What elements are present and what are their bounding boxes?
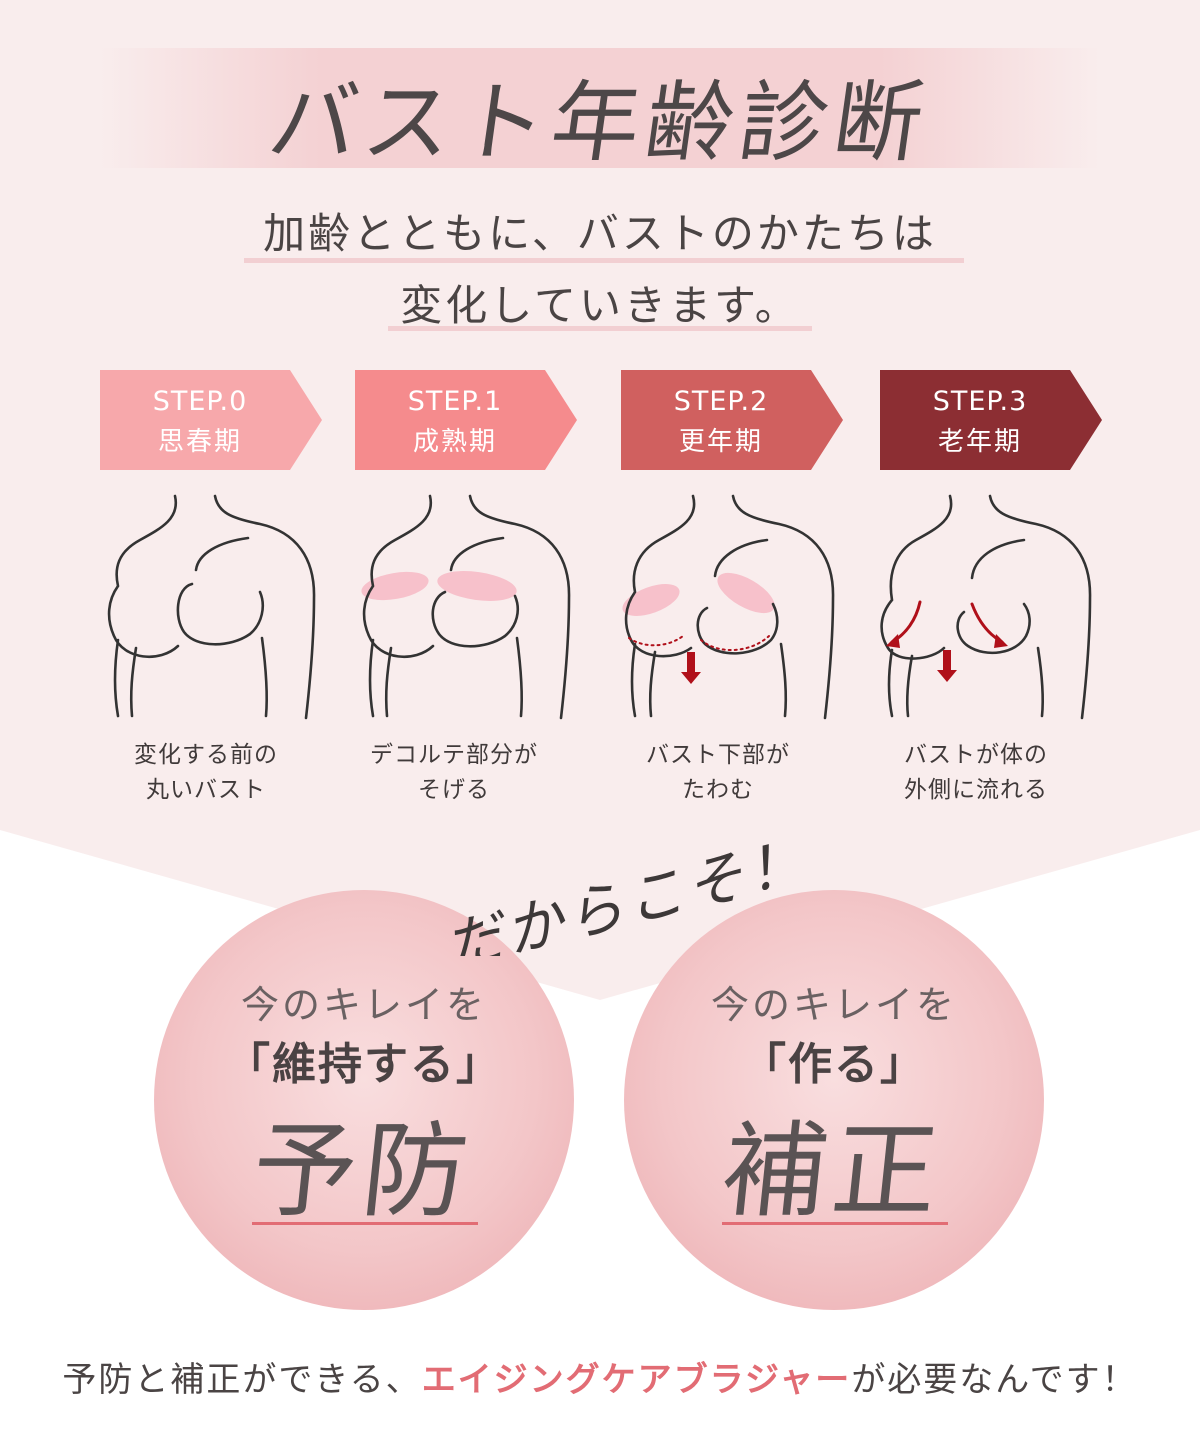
step-0-bust-illustration bbox=[107, 494, 316, 720]
step-1-arrow: STEP.1 成熟期 bbox=[355, 370, 577, 470]
prevention-pre-text: 今のキレイを bbox=[240, 983, 487, 1027]
step-0-caption-line-1: 変化する前の bbox=[134, 742, 278, 768]
step-2-decollete-zone-left bbox=[622, 584, 680, 616]
step-3-arrowhead-right-icon bbox=[994, 634, 1008, 648]
bottom-message-before: 予防と補正ができる、 bbox=[62, 1360, 422, 1400]
step-2-sag-line-left bbox=[628, 635, 684, 647]
step-1-decollete-zone-left bbox=[361, 571, 429, 601]
page-title: バスト年齢診断 bbox=[262, 71, 936, 174]
step-2-caption-line-2: たわむ bbox=[682, 777, 754, 803]
lead-line-2: 変化していきます。 bbox=[400, 281, 800, 330]
step-2-down-arrow-icon bbox=[681, 652, 701, 684]
bottom-message-highlight: エイジングケアブラジャー bbox=[421, 1360, 852, 1400]
prevention-circle: 今のキレイを 「維持する」 予防 bbox=[154, 890, 574, 1310]
step-1-number: STEP.1 bbox=[407, 386, 503, 417]
step-1-caption-line-2: そげる bbox=[418, 777, 490, 803]
step-3-number: STEP.3 bbox=[932, 386, 1028, 417]
correction-title: 補正 bbox=[716, 1110, 950, 1232]
step-2-caption: バスト下部が たわむ bbox=[598, 738, 838, 808]
step-1-caption-line-1: デコルテ部分が bbox=[370, 742, 538, 768]
step-0-caption-line-2: 丸いバスト bbox=[146, 777, 266, 803]
prevention-title: 予防 bbox=[246, 1110, 480, 1232]
correction-circle: 今のキレイを 「作る」 補正 bbox=[624, 890, 1044, 1310]
step-3-caption-line-2: 外側に流れる bbox=[904, 777, 1048, 803]
step-1-caption: デコルテ部分が そげる bbox=[334, 738, 574, 808]
step-3-name: 老年期 bbox=[937, 427, 1022, 457]
correction-pre-text: 今のキレイを bbox=[710, 983, 957, 1027]
step-0-number: STEP.0 bbox=[152, 386, 248, 417]
step-2-arrow: STEP.2 更年期 bbox=[621, 370, 843, 470]
step-2-bust-illustration bbox=[622, 494, 835, 720]
step-3-bust-illustration bbox=[880, 494, 1092, 720]
correction-quote: 「作る」 bbox=[742, 1039, 926, 1090]
step-2-caption-line-1: バスト下部が bbox=[646, 742, 790, 768]
step-2-sag-line-right bbox=[700, 635, 770, 652]
bottom-message-after: が必要なんです！ bbox=[851, 1360, 1138, 1400]
step-1-decollete-zone-right bbox=[437, 571, 517, 601]
prevention-quote: 「維持する」 bbox=[226, 1039, 502, 1090]
title-band bbox=[100, 48, 1100, 168]
step-3-arrow: STEP.3 老年期 bbox=[880, 370, 1102, 470]
step-0-name: 思春期 bbox=[157, 427, 242, 457]
lead-line-1: 加齢とともに、バストのかたちは bbox=[263, 209, 937, 258]
step-2-name: 更年期 bbox=[678, 427, 763, 457]
step-3-caption-line-1: バストが体の bbox=[904, 742, 1048, 768]
prevention-underline bbox=[252, 1222, 478, 1225]
lead-underline-2 bbox=[388, 326, 812, 331]
step-2-number: STEP.2 bbox=[673, 386, 769, 417]
step-3-caption: バストが体の 外側に流れる bbox=[856, 738, 1096, 808]
step-1-bust-illustration bbox=[361, 494, 571, 720]
bottom-message: 予防と補正ができる、エイジングケアブラジャーが必要なんです！ bbox=[0, 1352, 1200, 1401]
step-3-arrowhead-left-icon bbox=[886, 634, 900, 648]
correction-underline bbox=[722, 1222, 948, 1225]
lead-underline-1 bbox=[244, 258, 964, 263]
step-2-decollete-zone-right bbox=[717, 572, 775, 614]
step-0-caption: 変化する前の 丸いバスト bbox=[86, 738, 326, 808]
step-3-down-arrow-icon bbox=[937, 650, 957, 682]
dakarakoso-script: だからこそ！ bbox=[438, 836, 788, 956]
step-0-arrow: STEP.0 思春期 bbox=[100, 370, 322, 470]
step-1-name: 成熟期 bbox=[412, 427, 497, 457]
dakarakoso-script-text: だからこそ！ bbox=[438, 836, 788, 956]
